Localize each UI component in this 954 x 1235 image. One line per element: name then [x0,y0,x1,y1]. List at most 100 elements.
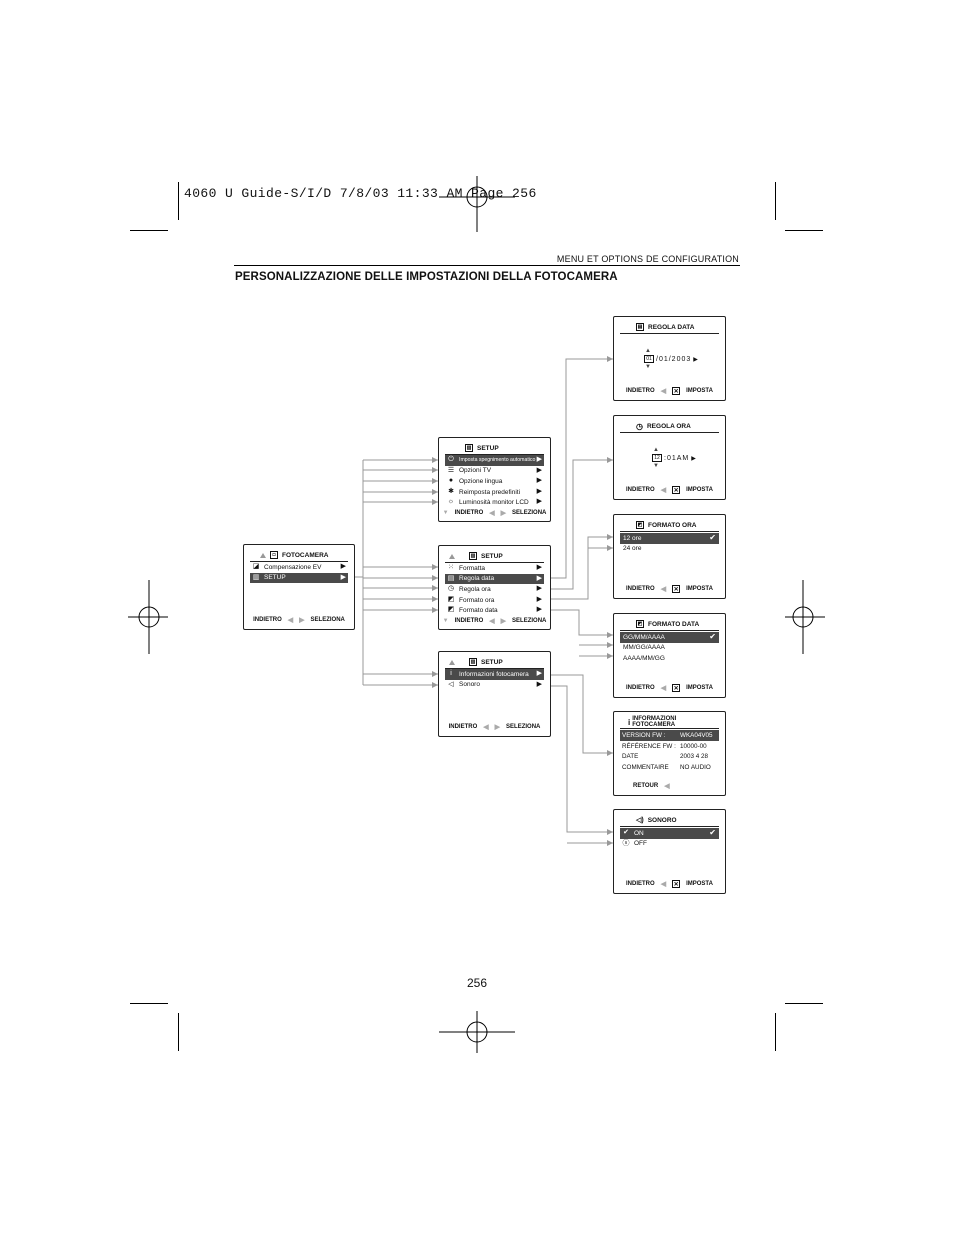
info-table: VERSION FW : WKA04V05 RÉFÉRENCE FW : 100… [620,730,719,773]
registration-mark [128,580,168,654]
crop-mark [130,1003,168,1004]
option-yyyy-mm-dd[interactable]: AAAA/MM/GG [623,654,665,662]
option-24h[interactable]: 24 ore [623,545,642,553]
check-icon: ✔ [709,533,716,542]
up-arrow-icon [449,659,455,665]
select-button[interactable]: SELEZIONA [512,510,547,516]
menu-item-date-format[interactable]: ◩ Formato data ▶ [447,606,542,615]
check-icon: ✔ [623,829,629,836]
option-sound-on[interactable]: ✔ ON ✔ [620,828,719,839]
right-arrow-icon: ▶ [500,618,507,625]
clock-icon: ◷ [636,421,643,431]
hour-field[interactable]: 12 [652,454,662,462]
select-button[interactable]: SELEZIONA [310,617,345,623]
registration-mark [439,1011,515,1053]
set-button[interactable]: IMPOSTA [686,388,713,394]
setup-icon: ▥ [252,573,260,581]
crop-mark [130,230,168,231]
menu-item-reset-defaults[interactable]: ✱ Reimposta predefiniti ▶ [448,487,542,496]
menu-item-language[interactable]: ● Opzione lingua ▶ [448,477,542,485]
menu-item-setup[interactable]: ▥ SETUP ▶ [250,572,348,584]
menu-item-time[interactable]: ◷ Regola ora ▶ [447,585,542,593]
check-icon: ✔ [709,828,716,837]
set-button[interactable]: IMPOSTA [686,685,713,691]
header-label: SONORO [647,816,677,824]
menu-item-camera-info[interactable]: i Informazioni fotocamera ▶ [445,669,544,680]
reset-icon: ✱ [448,487,454,495]
setup-menu-screen-1: ▥ SETUP ⏻ Imposta spegnimento automatico… [438,437,551,522]
crop-mark [775,182,776,220]
back-button[interactable]: INDIETRO [626,388,655,394]
time-value[interactable]: 12 :01AM ▶ [652,454,697,462]
set-button[interactable]: IMPOSTA [686,881,713,887]
setup-icon: ▥ [465,444,473,452]
screen-footer: INDIETRO ◀ ✕ IMPOSTA [620,585,719,593]
calendar-icon: ▤ [447,574,455,582]
down-arrow-icon: ▼ [442,618,449,624]
option-dd-mm-yyyy[interactable]: GG/MM/AAAA ✔ [620,632,719,643]
menu-item-lcd-brightness[interactable]: ☼ Luminosità monitor LCD ▶ [447,498,542,507]
screen-footer: RETOUR ◀ [620,782,719,790]
select-button[interactable]: SELEZIONA [506,724,541,730]
screen-footer: INDIETRO ◀ ✕ IMPOSTA [620,684,719,692]
cancel-icon: ✕ [672,880,681,888]
right-arrow-icon: ▶ [299,617,305,624]
option-sound-off[interactable]: ⓧ OFF [622,839,648,848]
back-button[interactable]: INDIETRO [626,685,655,691]
time-set-screen: ◷ REGOLA ORA ▲ 12 :01AM ▶ ▼ INDIETRO ◀ ✕… [613,415,726,500]
header-label: SETUP [481,552,503,560]
select-button[interactable]: SELEZIONA [512,618,547,624]
back-button[interactable]: INDIETRO [626,881,655,887]
cancel-icon: ✕ [672,684,681,692]
left-arrow-icon: ◀ [483,724,489,731]
header-label: SETUP [477,444,499,452]
up-arrow-icon [449,553,455,559]
crop-mark [178,1013,179,1051]
back-button[interactable]: INDIETRO [626,586,655,592]
setup-icon: ▥ [469,552,477,560]
menu-item-sound[interactable]: ◁ Sonoro ▶ [448,680,542,689]
page-title: PERSONALIZZAZIONE DELLE IMPOSTAZIONI DEL… [235,271,618,283]
chevron-right-icon: ▶ [536,574,542,582]
back-button[interactable]: INDIETRO [454,618,484,624]
chevron-right-icon: ▶ [536,670,542,677]
cancel-icon: ✕ [672,387,681,395]
menu-item-format[interactable]: ⁙ Formatta ▶ [448,564,542,572]
cancel-icon: ✕ [672,585,681,593]
back-button[interactable]: INDIETRO [448,724,478,730]
registration-mark [785,580,825,654]
date-format-icon: ◩ [447,606,455,614]
info-row: COMMENTAIRE NO AUDIO [622,764,711,772]
back-button[interactable]: INDIETRO [454,510,484,516]
option-12h[interactable]: 12 ore ✔ [620,533,719,544]
header-label: FORMATO ORA [648,521,697,529]
day-field[interactable]: 01 [644,355,654,363]
chevron-right-icon: ▶ [536,595,542,603]
time-format-screen: ◩ FORMATO ORA 12 ore ✔ 24 ore INDIETRO ◀… [613,514,726,599]
cancel-icon: ⓧ [622,839,630,847]
option-mm-dd-yyyy[interactable]: MM/GG/AAAA [623,644,665,652]
date-value[interactable]: 01 /01/2003 ▶ [644,355,699,363]
chevron-right-icon: ▶ [536,466,542,474]
menu-item-date[interactable]: ▤ Regola data ▶ [445,573,544,585]
menu-item-compensazione-ev[interactable]: ◪ Compensazione EV ▶ [252,563,346,571]
left-arrow-icon: ◀ [287,617,294,624]
header-label: INFORMAZIONI FOTOCAMERA [632,716,677,728]
screen-footer: INDIETRO ◀ ▶ SELEZIONA [250,616,348,624]
menu-item-auto-off[interactable]: ⏻ Imposta spegnimento automatico ▶ [445,455,544,466]
screen-footer: INDIETRO ◀ ▶ SELEZIONA [445,723,544,731]
set-button[interactable]: IMPOSTA [686,487,713,493]
sound-screen: ◁) SONORO ✔ ON ✔ ⓧ OFF INDIETRO ◀ ✕ IMPO… [613,809,726,894]
header-label: FOTOCAMERA [282,551,329,559]
screen-header: ◩ FORMATO ORA [620,519,719,532]
menu-item-tv-options[interactable]: ☰ Opzioni TV ▶ [447,466,542,475]
chevron-right-icon: ▶ [536,487,542,495]
return-button[interactable]: RETOUR [633,783,659,789]
back-button[interactable]: INDIETRO [253,617,282,623]
back-button[interactable]: INDIETRO [626,487,655,493]
power-icon: ⏻ [448,456,454,463]
info-icon: i [628,717,631,727]
menu-item-time-format[interactable]: ◩ Formato ora ▶ [447,595,542,604]
set-button[interactable]: IMPOSTA [686,586,713,592]
